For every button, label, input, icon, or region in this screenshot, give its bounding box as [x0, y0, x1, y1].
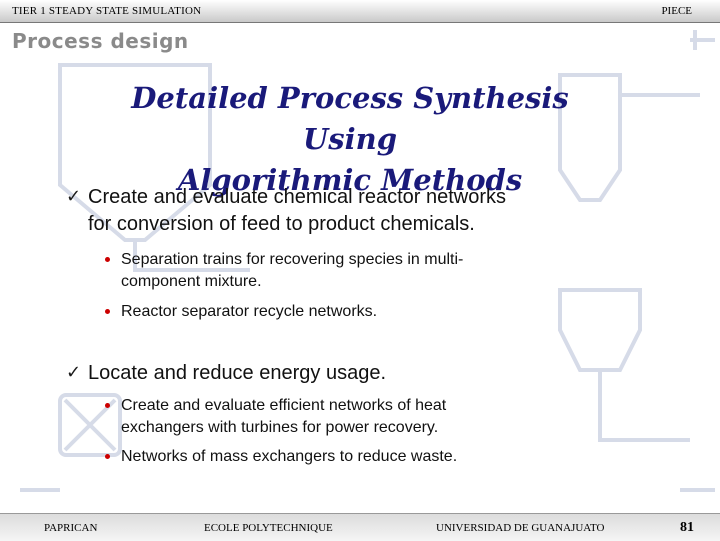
header-course-title: TIER 1 STEADY STATE SIMULATION	[12, 5, 202, 17]
header-bar: TIER 1 STEADY STATE SIMULATION PIECE	[0, 0, 720, 23]
slide-title-line-1: Detailed Process Synthesis Using	[131, 81, 569, 156]
sub-bullet-2-1-line-2: exchangers with turbines for power recov…	[121, 419, 439, 436]
bullet-icon	[105, 309, 110, 314]
vessel-shape	[58, 63, 212, 242]
tank-shape	[558, 288, 642, 372]
sub-bullet-1-1-line-1: Separation trains for recovering species…	[121, 251, 464, 268]
bullet-icon	[105, 454, 110, 459]
point-1-line-2: for conversion of feed to product chemic…	[88, 213, 475, 235]
point-1-line-1: Create and evaluate chemical reactor net…	[88, 186, 506, 208]
footer-paprican: PAPRICAN	[44, 522, 98, 534]
header-piece-label: PIECE	[661, 5, 692, 17]
exchanger-shape	[58, 393, 122, 457]
exchanger-coil-shape	[63, 398, 117, 452]
pipe-shape	[598, 370, 690, 442]
slide-title: Detailed Process Synthesis Using Algorit…	[100, 78, 600, 201]
pipe-shape	[690, 30, 715, 50]
sub-bullet-2-1-line-1: Create and evaluate efficient networks o…	[121, 397, 447, 414]
sub-bullet-2-2: Networks of mass exchangers to reduce wa…	[121, 448, 458, 465]
bullet-icon	[105, 403, 110, 408]
sub-bullet-1-2: Reactor separator recycle networks.	[121, 303, 378, 320]
checkmark-icon: ✓	[66, 362, 82, 383]
pipe-shape	[133, 240, 250, 272]
checkmark-icon: ✓	[66, 186, 82, 207]
section-title: Process design	[12, 29, 189, 53]
footer-bar: PAPRICAN ECOLE POLYTECHNIQUE UNIVERSIDAD…	[0, 513, 720, 541]
slide-title-line-2: Algorithmic Methods	[177, 163, 523, 197]
page-number: 81	[680, 520, 694, 535]
footer-universidad: UNIVERSIDAD DE GUANAJUATO	[436, 522, 605, 534]
column-shape	[558, 73, 622, 202]
bullet-icon	[105, 257, 110, 262]
point-2-line-1: Locate and reduce energy usage.	[88, 362, 386, 384]
footer-ecole-polytechnique: ECOLE POLYTECHNIQUE	[204, 522, 333, 534]
sub-bullet-1-1-line-2: component mixture.	[121, 273, 262, 290]
